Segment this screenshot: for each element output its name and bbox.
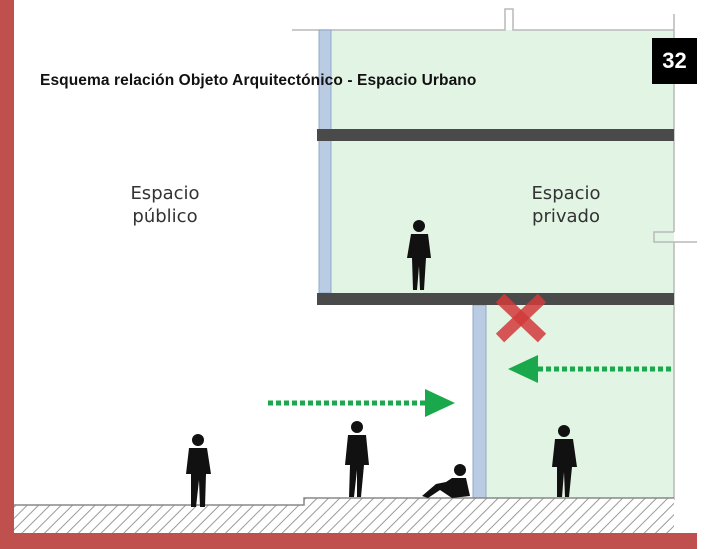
public-space-label: Espacio público <box>95 182 235 228</box>
accent-bottom-bar <box>0 533 697 549</box>
column-upper <box>318 29 332 294</box>
person-silhouette-icon <box>345 421 369 497</box>
arrow-right-icon <box>268 389 455 417</box>
private-space-label-line2: privado <box>532 206 600 227</box>
person-silhouette-icon <box>422 464 470 498</box>
private-space-lower <box>486 305 674 500</box>
page-number-badge: 32 <box>652 38 697 84</box>
private-space-upper <box>329 30 674 293</box>
slab-upper <box>317 129 674 141</box>
ground-hatch-right <box>304 498 674 533</box>
diagram-title: Esquema relación Objeto Arquitectónico -… <box>40 72 477 89</box>
public-space-label-line1: Espacio <box>130 183 200 204</box>
person-silhouette-icon <box>186 434 211 507</box>
roof-outline <box>292 8 675 31</box>
x-cross-icon <box>495 293 547 343</box>
person-silhouette-icon <box>552 425 577 497</box>
public-space-label-line2: público <box>132 206 198 227</box>
arrow-left-icon <box>508 355 672 383</box>
column-lower <box>472 304 487 501</box>
private-space-label: Espacio privado <box>511 182 621 228</box>
person-silhouette-icon <box>407 220 431 290</box>
right-wall-notch <box>653 231 697 243</box>
ground-hatch-left <box>14 505 304 533</box>
slab-lower <box>317 293 674 305</box>
private-space-label-line1: Espacio <box>531 183 601 204</box>
accent-left-bar <box>0 0 14 549</box>
right-margin <box>697 0 705 549</box>
ground-line <box>14 497 674 506</box>
